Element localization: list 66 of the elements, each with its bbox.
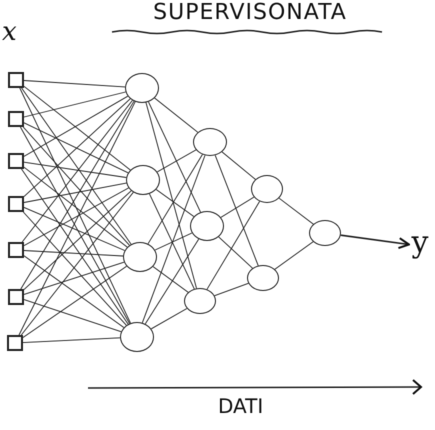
connection-line bbox=[24, 190, 132, 290]
connection-line bbox=[142, 154, 206, 324]
connection-line bbox=[24, 98, 131, 198]
neuron-circle bbox=[247, 265, 279, 291]
connection-line bbox=[24, 162, 127, 178]
input-square bbox=[8, 196, 24, 212]
connection-line bbox=[206, 200, 260, 290]
connection-line bbox=[148, 101, 201, 213]
connection-line bbox=[148, 154, 203, 244]
connection-line bbox=[220, 196, 254, 218]
neuron-circle bbox=[190, 211, 224, 241]
connection-line bbox=[22, 126, 130, 246]
connection-line bbox=[214, 154, 259, 266]
neuron-circle bbox=[184, 288, 216, 314]
connection-line bbox=[24, 96, 128, 157]
connection-line bbox=[22, 212, 127, 326]
arrow bbox=[340, 234, 410, 250]
title: SUPERVISONATA bbox=[152, 0, 348, 26]
connection-line bbox=[24, 92, 126, 118]
connection-line bbox=[274, 241, 314, 270]
connection-line bbox=[24, 250, 124, 256]
connection-line bbox=[20, 100, 134, 290]
connection-line bbox=[24, 262, 124, 295]
axis-label: DATI bbox=[218, 395, 264, 417]
connection-line bbox=[24, 187, 130, 246]
input-label: x bbox=[2, 18, 17, 47]
input-square bbox=[8, 72, 24, 88]
connection-line bbox=[24, 86, 131, 170]
connection-line bbox=[146, 102, 197, 289]
connection-line bbox=[24, 182, 127, 203]
connection-line bbox=[214, 282, 249, 296]
connection-line bbox=[149, 193, 195, 290]
connection-line bbox=[156, 189, 194, 217]
connection-line bbox=[218, 236, 253, 269]
connection-line bbox=[24, 80, 126, 88]
neuron-circle bbox=[120, 322, 154, 352]
neuron-circle bbox=[309, 220, 341, 246]
output-label: y bbox=[405, 226, 435, 266]
connection-line bbox=[24, 255, 124, 328]
connection-line bbox=[154, 98, 198, 133]
neuron-circle bbox=[251, 175, 283, 203]
connection-line bbox=[24, 122, 129, 174]
connection-line bbox=[22, 266, 128, 338]
connection-line bbox=[278, 198, 314, 225]
neuron-circle bbox=[125, 73, 159, 103]
connection-line bbox=[20, 192, 134, 336]
connection-line bbox=[154, 232, 192, 250]
input-square bbox=[7, 335, 23, 351]
neuron-circle bbox=[126, 165, 160, 195]
connection-line bbox=[21, 168, 129, 325]
connection-line bbox=[156, 149, 196, 172]
input-square bbox=[8, 289, 24, 305]
connection-line bbox=[20, 126, 130, 324]
connection-line bbox=[150, 308, 188, 330]
input-square bbox=[8, 153, 24, 169]
neuron-circle bbox=[193, 128, 227, 156]
connection-line bbox=[144, 238, 200, 324]
connection-line bbox=[152, 266, 189, 293]
connection-line bbox=[24, 166, 128, 248]
connection-line bbox=[222, 151, 256, 180]
input-square bbox=[8, 242, 24, 258]
connection-line bbox=[24, 299, 122, 332]
input-square bbox=[8, 111, 24, 127]
connection-line bbox=[24, 206, 126, 251]
neuron-circle bbox=[123, 242, 157, 272]
connection-line bbox=[22, 337, 120, 344]
